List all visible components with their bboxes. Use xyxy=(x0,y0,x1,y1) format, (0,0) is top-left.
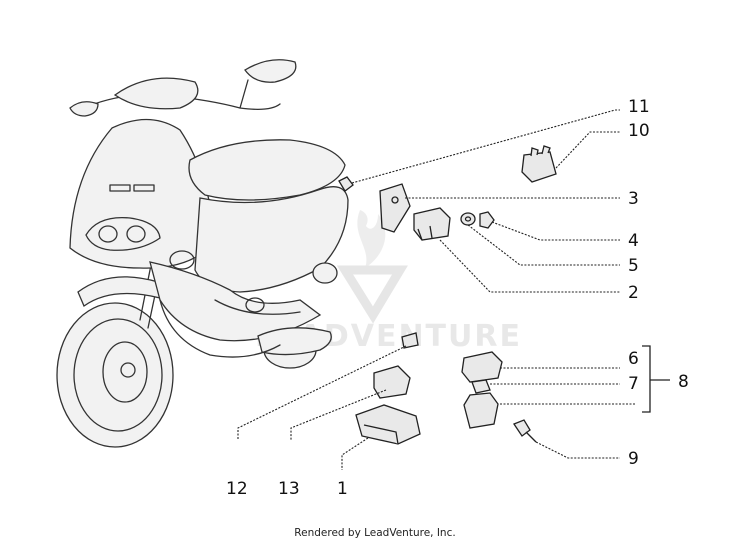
callout-2: 2 xyxy=(628,283,639,303)
callout-1: 1 xyxy=(337,479,348,499)
callout-labels: 11 10 3 4 5 2 6 7 8 9 12 13 1 xyxy=(226,97,689,499)
left-mirror xyxy=(69,101,99,117)
callout-11: 11 xyxy=(628,97,650,117)
front-wheel xyxy=(56,302,174,448)
part-1-flasher-unit xyxy=(355,404,421,445)
callout-4: 4 xyxy=(628,231,639,251)
part-11-screw xyxy=(338,176,354,192)
part-10-relay-block xyxy=(521,145,557,183)
part-2-relay xyxy=(413,207,451,241)
part-9-screw xyxy=(513,419,537,443)
part-5-washer xyxy=(460,212,476,226)
part-6-relay-cover xyxy=(461,351,503,383)
callout-12: 12 xyxy=(226,479,248,499)
callout-3: 3 xyxy=(628,189,639,209)
scooter-illustration xyxy=(56,59,349,448)
callout-10: 10 xyxy=(628,121,650,141)
callout-13: 13 xyxy=(278,479,300,499)
leader-lines xyxy=(237,109,670,470)
front-brake-disc xyxy=(102,341,148,403)
part-4-nut xyxy=(479,211,495,229)
tail-light xyxy=(312,262,338,284)
right-mirror xyxy=(244,59,297,83)
part-7-spacer xyxy=(471,379,491,394)
part-13-relay xyxy=(373,365,411,399)
seat xyxy=(188,139,346,201)
exhaust xyxy=(257,327,332,356)
part-12-small-clip xyxy=(401,332,419,349)
callout-5: 5 xyxy=(628,256,639,276)
callout-8: 8 xyxy=(678,372,689,392)
callout-9: 9 xyxy=(628,449,639,469)
callout-7: 7 xyxy=(628,374,639,394)
callout-6: 6 xyxy=(628,349,639,369)
part-3-bracket-plate xyxy=(379,183,411,233)
footer-credit: Rendered by LeadVenture, Inc. xyxy=(294,527,456,539)
part-8-relay-with-bracket xyxy=(463,392,499,429)
